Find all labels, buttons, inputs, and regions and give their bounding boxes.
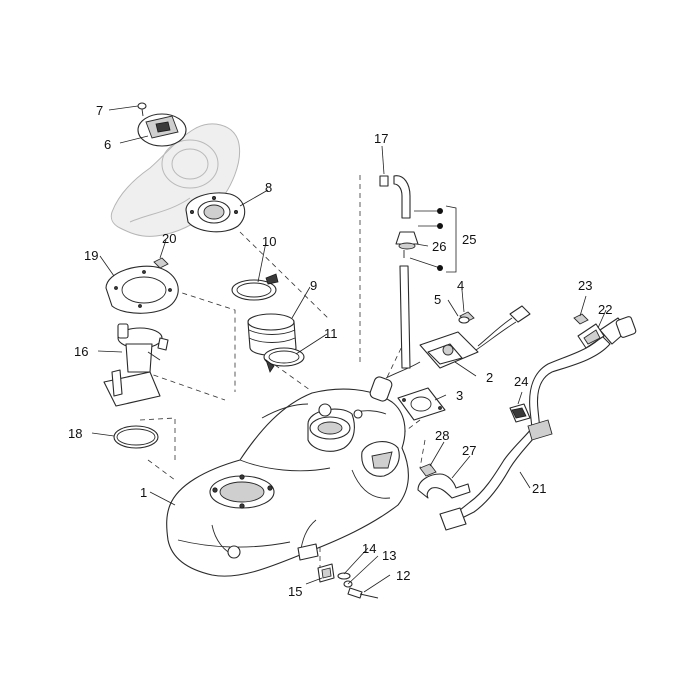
fuel-tank bbox=[166, 388, 409, 577]
callout-3: 3 bbox=[456, 388, 463, 403]
callout-22: 22 bbox=[598, 302, 612, 317]
vent-valve bbox=[395, 231, 419, 369]
hose-clip bbox=[577, 323, 605, 349]
hose-clamp-upper bbox=[231, 273, 279, 301]
sender-gasket bbox=[397, 387, 446, 421]
filler-flange bbox=[185, 192, 246, 233]
filler-hose bbox=[247, 313, 297, 356]
callout-1: 1 bbox=[140, 485, 147, 500]
breather-tube bbox=[379, 175, 411, 219]
callout-12: 12 bbox=[396, 568, 410, 583]
fuel-cap bbox=[137, 113, 187, 147]
callout-26: 26 bbox=[432, 239, 446, 254]
callout-labels: 1 2 3 4 5 6 7 8 9 10 11 12 13 14 15 16 1… bbox=[68, 103, 612, 599]
callout-17: 17 bbox=[374, 131, 388, 146]
callout-9: 9 bbox=[310, 278, 317, 293]
quick-coupling bbox=[509, 403, 531, 423]
cap-screw bbox=[137, 102, 147, 117]
callout-8: 8 bbox=[265, 180, 272, 195]
fuel-line bbox=[439, 316, 637, 531]
callout-21: 21 bbox=[532, 481, 546, 496]
callout-11: 11 bbox=[324, 326, 338, 341]
callout-24: 24 bbox=[514, 374, 528, 389]
callout-16: 16 bbox=[74, 344, 88, 359]
pipe-bracket bbox=[417, 473, 471, 499]
callout-20: 20 bbox=[162, 231, 176, 246]
callout-15: 15 bbox=[288, 584, 302, 599]
callout-2: 2 bbox=[486, 370, 493, 385]
callout-13: 13 bbox=[382, 548, 396, 563]
hose-clamp-lower bbox=[263, 347, 305, 373]
callout-19: 19 bbox=[84, 248, 98, 263]
callout-14: 14 bbox=[362, 541, 376, 556]
leader-lines bbox=[91, 105, 607, 593]
callout-7: 7 bbox=[96, 103, 103, 118]
callout-28: 28 bbox=[435, 428, 449, 443]
nut bbox=[573, 313, 589, 325]
pump-o-ring bbox=[113, 425, 159, 449]
nut bbox=[153, 257, 169, 269]
callout-6: 6 bbox=[104, 137, 111, 152]
group-25-markers bbox=[437, 208, 443, 271]
callout-18: 18 bbox=[68, 426, 82, 441]
bolt bbox=[347, 587, 379, 599]
callout-4: 4 bbox=[457, 278, 464, 293]
mounting-bracket bbox=[317, 563, 335, 583]
callout-23: 23 bbox=[578, 278, 592, 293]
fuel-pump bbox=[103, 323, 169, 407]
callout-25: 25 bbox=[462, 232, 476, 247]
washer bbox=[458, 316, 470, 324]
nut bbox=[419, 463, 437, 477]
callout-27: 27 bbox=[462, 443, 476, 458]
fuel-level-sender bbox=[369, 305, 531, 402]
washer bbox=[337, 572, 351, 580]
pump-gasket-plate bbox=[105, 265, 179, 314]
callout-5: 5 bbox=[434, 292, 441, 307]
callout-10: 10 bbox=[262, 234, 276, 249]
